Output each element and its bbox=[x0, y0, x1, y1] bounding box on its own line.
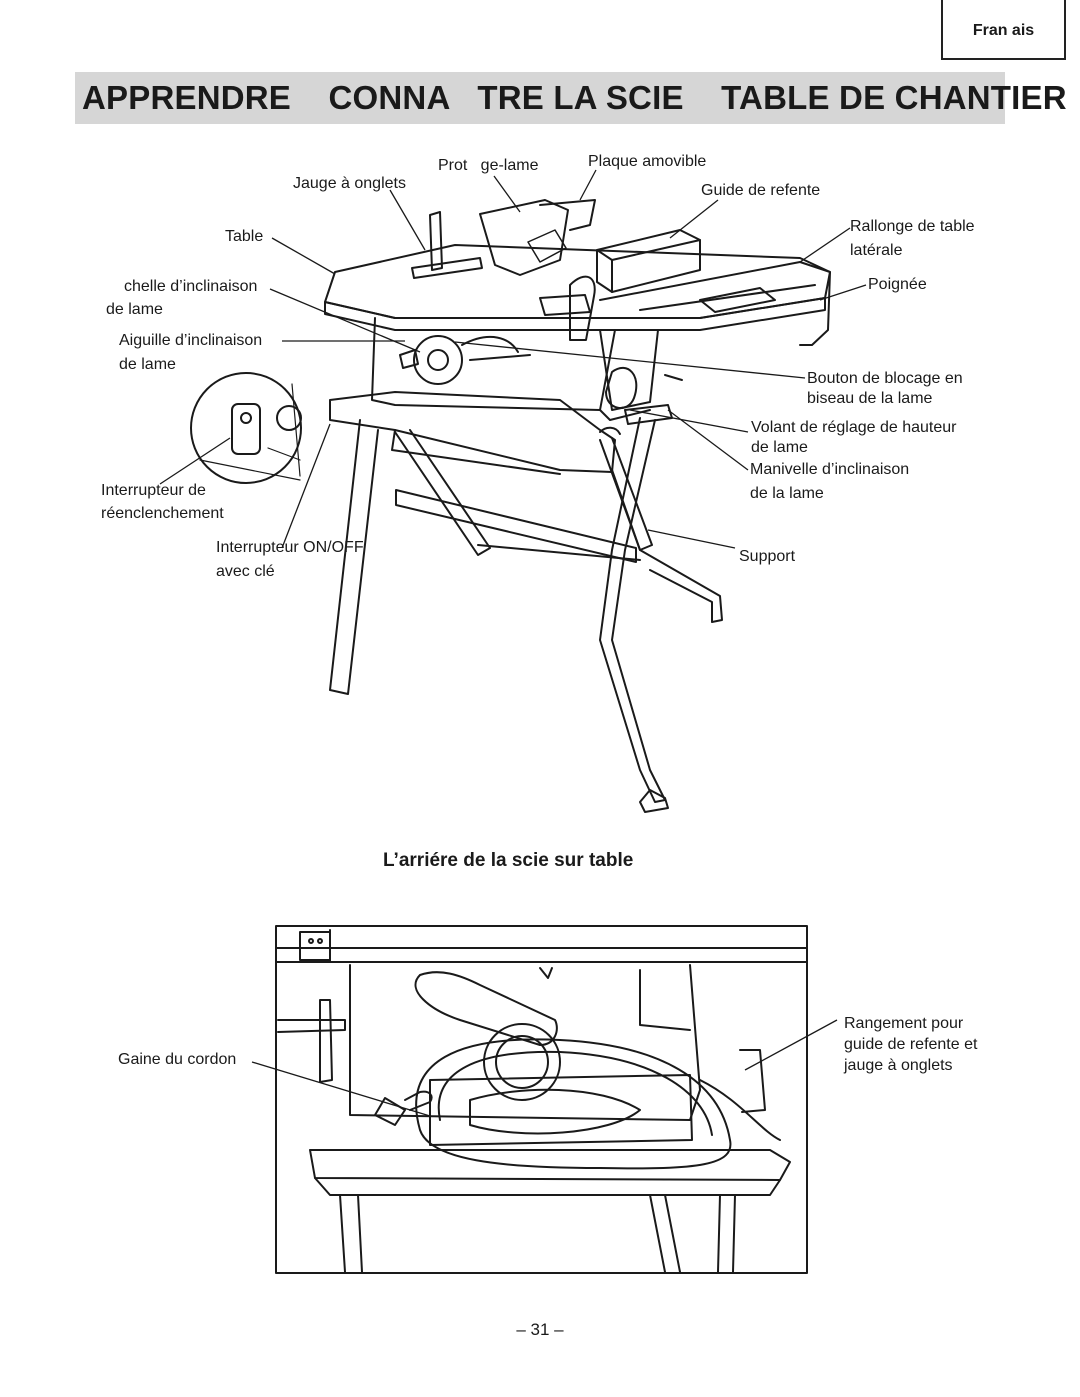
label-volant-1: Volant de réglage de hauteur bbox=[751, 419, 957, 436]
label-guide-refente: Guide de refente bbox=[701, 182, 821, 199]
label-echelle-2: de lame bbox=[106, 301, 163, 318]
label-bouton-2: biseau de la lame bbox=[807, 390, 933, 407]
label-bouton-1: Bouton de blocage en bbox=[807, 370, 963, 387]
label-rallonge-1: Rallonge de table bbox=[850, 218, 975, 235]
label-rallonge-2: latérale bbox=[850, 242, 903, 259]
label-interrupteur-re-2: réenclenchement bbox=[101, 505, 224, 522]
label-interrupteur-onoff-1: Interrupteur ON/OFF bbox=[216, 539, 364, 556]
label-interrupteur-re-1: Interrupteur de bbox=[101, 482, 206, 499]
figure-2-title: L’arriére de la scie sur table bbox=[383, 850, 634, 871]
label-table: Table bbox=[225, 228, 264, 245]
language-tab: Fran ais bbox=[941, 0, 1066, 60]
page-title: APPRENDRE CONNA TRE LA SCIE TABLE DE CHA… bbox=[82, 79, 1067, 116]
label-rangement-1: Rangement pour bbox=[844, 1015, 964, 1032]
label-interrupteur-onoff-2: avec clé bbox=[216, 563, 275, 580]
label-manivelle-1: Manivelle d’inclinaison bbox=[750, 461, 910, 478]
label-jauge-onglets: Jauge à onglets bbox=[293, 175, 406, 192]
label-rangement-3: jauge à onglets bbox=[844, 1057, 953, 1074]
title-bar bbox=[75, 72, 1005, 124]
label-echelle-1: chelle d’inclinaison bbox=[124, 278, 258, 295]
label-poignee: Poignée bbox=[868, 276, 927, 293]
label-rangement-2: guide de refente et bbox=[844, 1036, 978, 1053]
label-gaine-cordon: Gaine du cordon bbox=[118, 1051, 237, 1068]
label-aiguille-2: de lame bbox=[119, 356, 176, 373]
label-volant-2: de lame bbox=[751, 439, 808, 456]
label-aiguille-1: Aiguille d’inclinaison bbox=[119, 332, 263, 349]
page-number: – 31 – bbox=[516, 1320, 564, 1339]
label-protege-lame: Prot ge-lame bbox=[438, 157, 539, 174]
label-plaque-amovible: Plaque amovible bbox=[588, 153, 707, 170]
label-support: Support bbox=[739, 548, 796, 565]
label-manivelle-2: de la lame bbox=[750, 485, 824, 502]
